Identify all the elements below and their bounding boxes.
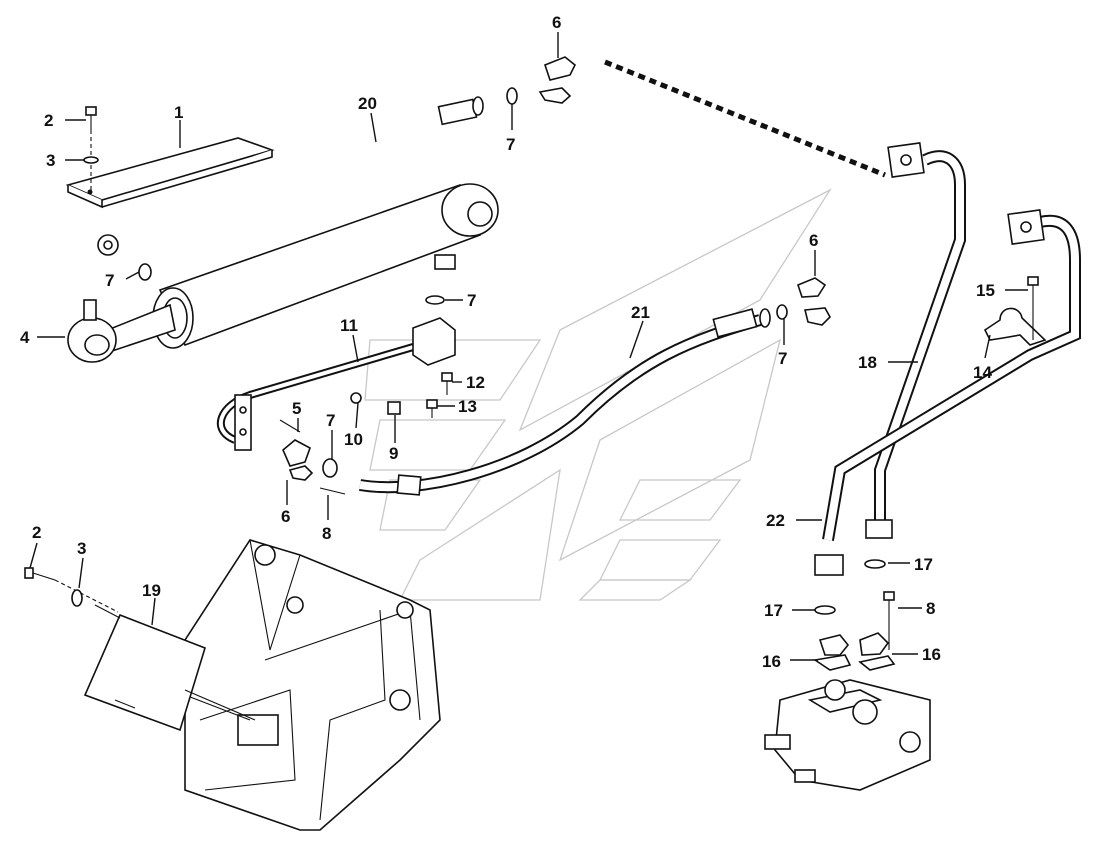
callout-4: 4 [20,328,30,347]
callout-22: 22 [766,511,785,530]
decal-plate-part-19 [83,604,256,732]
o-ring-part-7 [138,87,788,478]
callout-12: 12 [466,373,485,392]
bolt-part-8b [883,591,895,650]
washer-part-3b [71,589,83,607]
callout-17: 17 [914,555,933,574]
callout-3: 3 [77,539,86,558]
callout-17: 17 [764,601,783,620]
o-ring-part-10 [350,392,362,404]
callout-21: 21 [631,303,650,322]
pipe-part-22 [814,209,1081,576]
bolt-part-13 [426,399,438,418]
callout-7: 7 [326,411,335,430]
callout-labels: 1 2 3 4 20 7 6 7 7 11 12 13 5 7 10 9 6 8… [20,13,995,671]
pipe-part-18 [865,142,966,539]
bolt-part-2b [24,567,119,613]
callout-13: 13 [458,397,477,416]
callout-14: 14 [973,363,992,382]
callout-11: 11 [340,316,358,335]
callout-18: 18 [858,353,877,372]
callout-15: 15 [976,281,995,300]
callout-8: 8 [322,524,331,543]
callout-7: 7 [778,349,787,368]
bolt-part-5 [279,419,301,433]
hose-part-21 [359,308,771,496]
control-valve [764,679,931,791]
callout-8: 8 [926,599,935,618]
leader-lines [29,32,1028,661]
callout-20: 20 [358,94,377,113]
callout-7: 7 [467,291,476,310]
callout-10: 10 [344,430,363,449]
tube-part-11 [216,317,456,451]
callout-2: 2 [32,523,41,542]
hydraulic-cylinder-part-4 [67,183,499,363]
machine-frame [184,539,441,831]
nipple-part-9 [387,401,401,415]
callout-6: 6 [552,13,561,32]
flange-clamp-part-6b [797,277,831,326]
callout-2: 2 [44,111,53,130]
callout-1: 1 [174,103,183,122]
callout-5: 5 [292,399,301,418]
pipe-bracket-part-14 [983,307,1047,346]
flange-clamp-part-16 [812,632,896,671]
washer-part-3 [83,156,99,164]
flange-clamp-part-6 [538,56,577,104]
callout-16: 16 [922,645,941,664]
callout-16: 16 [762,652,781,671]
dashed-connection-line [604,59,886,178]
callout-6: 6 [281,507,290,526]
callout-6: 6 [809,231,818,250]
bolt-part-15 [1027,276,1039,340]
plate-part-1 [65,137,275,209]
callout-9: 9 [389,444,398,463]
callout-3: 3 [46,151,55,170]
flange-clamp-part-6c [282,439,314,481]
bolt-part-12 [441,372,453,395]
callout-19: 19 [142,581,161,600]
hose-part-20 [97,96,484,256]
bolt-part-8a [319,487,346,495]
callout-7: 7 [506,135,515,154]
callout-7: 7 [105,271,114,290]
